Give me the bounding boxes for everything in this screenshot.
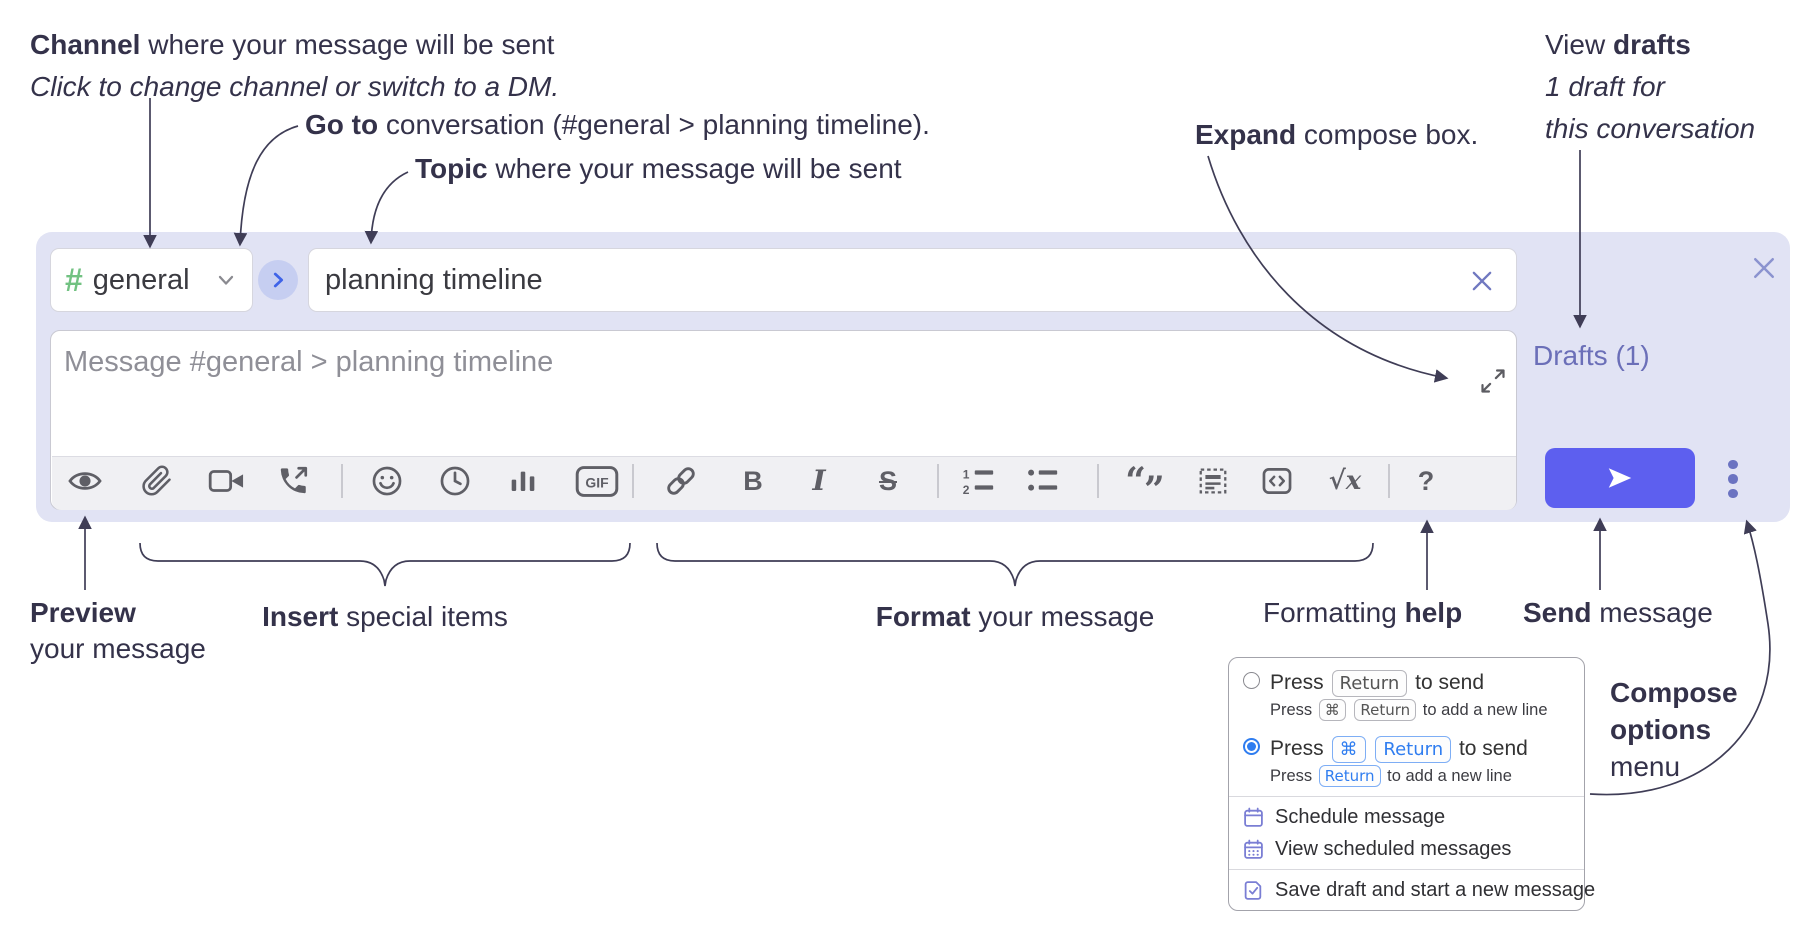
format-annotation: Format your message — [875, 601, 1155, 632]
global-time-button[interactable] — [433, 459, 477, 503]
bulleted-list-icon — [1028, 469, 1058, 491]
toolbar-divider — [1388, 464, 1390, 498]
channel-annotation: Channel where your message will be sent … — [30, 29, 560, 102]
topic-input-box — [308, 248, 1517, 312]
popup-divider — [1229, 869, 1584, 870]
topic-clear-button[interactable] — [1466, 265, 1498, 297]
emoji-button[interactable] — [365, 459, 409, 503]
close-icon — [1754, 258, 1774, 278]
expand-compose-button[interactable] — [1476, 364, 1510, 398]
expand-annotation: Expand compose box. — [1195, 119, 1479, 150]
preview-annotation: Preview your message — [30, 597, 206, 664]
quote-button[interactable]: “” — [1122, 459, 1166, 511]
smiley-icon — [372, 466, 402, 496]
topic-input[interactable] — [323, 250, 1457, 310]
voice-call-button[interactable] — [271, 459, 315, 503]
send-annotation: Send message — [1523, 597, 1713, 628]
compose-options-annotation: Compose options menu — [1610, 677, 1738, 782]
cmd-enter-sends-option[interactable]: Press ⌘ Return to send Press Return to a… — [1243, 734, 1570, 788]
preview-button[interactable] — [63, 459, 107, 503]
svg-text:2: 2 — [963, 483, 970, 496]
drafts-link[interactable]: Drafts (1) — [1533, 340, 1650, 371]
calendar-icon — [1244, 807, 1263, 827]
svg-text:GIF: GIF — [585, 474, 608, 490]
math-button[interactable]: √x — [1323, 459, 1367, 503]
code-button[interactable] — [1255, 459, 1299, 503]
enter-sends-option[interactable]: Press Return to send Press ⌘ Return to a… — [1243, 668, 1570, 722]
topic-annotation: Topic where your message will be sent — [415, 153, 902, 184]
code-icon — [1262, 468, 1292, 494]
bold-icon: B — [743, 465, 763, 496]
draft-check-icon — [1244, 880, 1262, 900]
attach-file-button[interactable] — [135, 459, 179, 503]
question-mark-icon: ? — [1417, 465, 1435, 496]
toolbar-divider — [1097, 464, 1099, 498]
bulleted-list-button[interactable] — [1021, 459, 1065, 503]
send-icon — [1608, 468, 1632, 488]
toolbar-divider — [937, 464, 939, 498]
close-compose-button[interactable] — [1748, 252, 1780, 284]
close-icon — [1472, 271, 1492, 291]
channel-name: general — [92, 263, 190, 296]
chevron-right-icon — [273, 272, 284, 288]
view-drafts-annotation: View drafts 1 draft for this conversatio… — [1545, 29, 1756, 144]
strikethrough-icon: S — [878, 465, 897, 496]
channel-selector[interactable]: # general — [50, 248, 253, 312]
compose-options-popup: Press Return to send Press ⌘ Return to a… — [1228, 657, 1595, 911]
message-formatting-help-button[interactable]: ? — [1404, 459, 1448, 503]
radio-selected-icon[interactable] — [1243, 738, 1260, 755]
expand-icon — [1481, 369, 1505, 393]
go-to-conversation-button[interactable] — [258, 260, 298, 300]
video-camera-icon — [208, 470, 244, 492]
calendar-list-icon — [1244, 839, 1263, 859]
numbered-list-button[interactable]: 1 2 — [957, 459, 1001, 503]
view-scheduled-messages-item[interactable]: View scheduled messages — [1243, 836, 1570, 862]
math-icon: √x — [1328, 466, 1362, 496]
paperclip-icon — [142, 465, 171, 496]
toolbar-divider — [632, 464, 634, 498]
formatting-help-annotation: Formatting help — [1263, 597, 1463, 628]
send-button[interactable] — [1545, 448, 1695, 508]
poll-button[interactable] — [501, 459, 545, 503]
compose-options-menu-button[interactable] — [1719, 457, 1747, 501]
ellipsis-dot — [1728, 474, 1738, 484]
spoiler-icon — [1199, 468, 1227, 494]
phone-outgoing-icon — [280, 466, 308, 494]
numbered-list-icon: 1 2 — [963, 467, 994, 496]
quote-icon: “” — [1125, 460, 1164, 511]
clock-icon — [440, 466, 470, 496]
eye-icon — [68, 472, 102, 490]
gif-button[interactable]: GIF — [575, 459, 619, 503]
save-draft-item[interactable]: Save draft and start a new message — [1243, 877, 1595, 903]
message-input[interactable] — [62, 344, 1456, 448]
svg-text:1: 1 — [963, 467, 970, 481]
italic-button[interactable]: I — [797, 459, 841, 503]
bar-chart-icon — [511, 471, 535, 491]
bold-button[interactable]: B — [731, 459, 775, 503]
spoiler-button[interactable] — [1191, 459, 1235, 503]
toolbar-divider — [341, 464, 343, 498]
popup-divider — [1229, 796, 1584, 797]
gif-icon: GIF — [575, 465, 619, 497]
insert-annotation: Insert special items — [262, 601, 508, 632]
channel-hash-icon: # — [65, 262, 83, 298]
chevron-down-icon — [218, 275, 234, 285]
ellipsis-dot — [1728, 459, 1738, 470]
ellipsis-dot — [1728, 488, 1738, 499]
link-button[interactable] — [659, 459, 703, 503]
radio-unselected-icon[interactable] — [1243, 672, 1260, 689]
go-to-annotation: Go to conversation (#general > planning … — [305, 109, 930, 140]
italic-icon: I — [812, 464, 826, 497]
link-icon — [667, 467, 695, 495]
schedule-message-item[interactable]: Schedule message — [1243, 804, 1570, 830]
strikethrough-button[interactable]: S — [866, 459, 910, 503]
video-call-button[interactable] — [205, 459, 249, 503]
